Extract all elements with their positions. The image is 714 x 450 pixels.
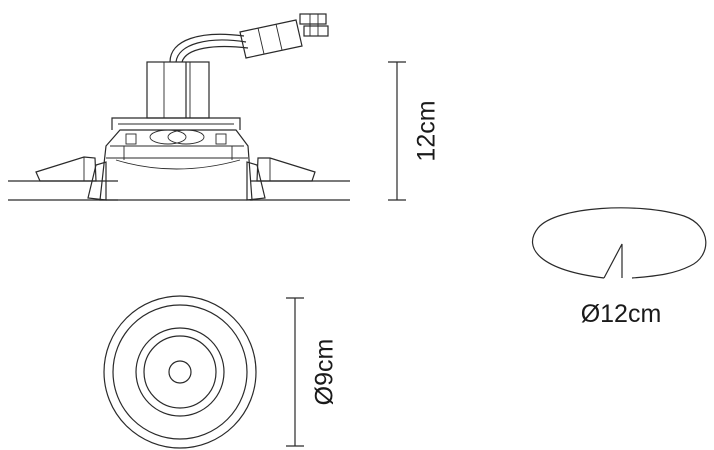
- cutout-diameter-label: Ø12cm: [581, 300, 662, 328]
- front-diameter-dimension: Ø9cm: [286, 297, 339, 447]
- power-cables: [169, 33, 249, 118]
- housing-body: [99, 129, 253, 201]
- terminal-connector: [239, 13, 329, 59]
- fixture-front-view: [103, 295, 257, 449]
- driver-box: [146, 61, 210, 119]
- height-label: 12cm: [413, 100, 441, 161]
- front-diameter-label: Ø9cm: [311, 339, 339, 406]
- ceiling-line: [8, 180, 350, 201]
- right-spring-clip: [256, 157, 316, 182]
- height-dimension: 12cm: [388, 61, 441, 201]
- left-spring-clip: [35, 156, 97, 182]
- ceiling-cutout: Ø12cm: [532, 207, 707, 328]
- fixture-side-view: [8, 13, 350, 201]
